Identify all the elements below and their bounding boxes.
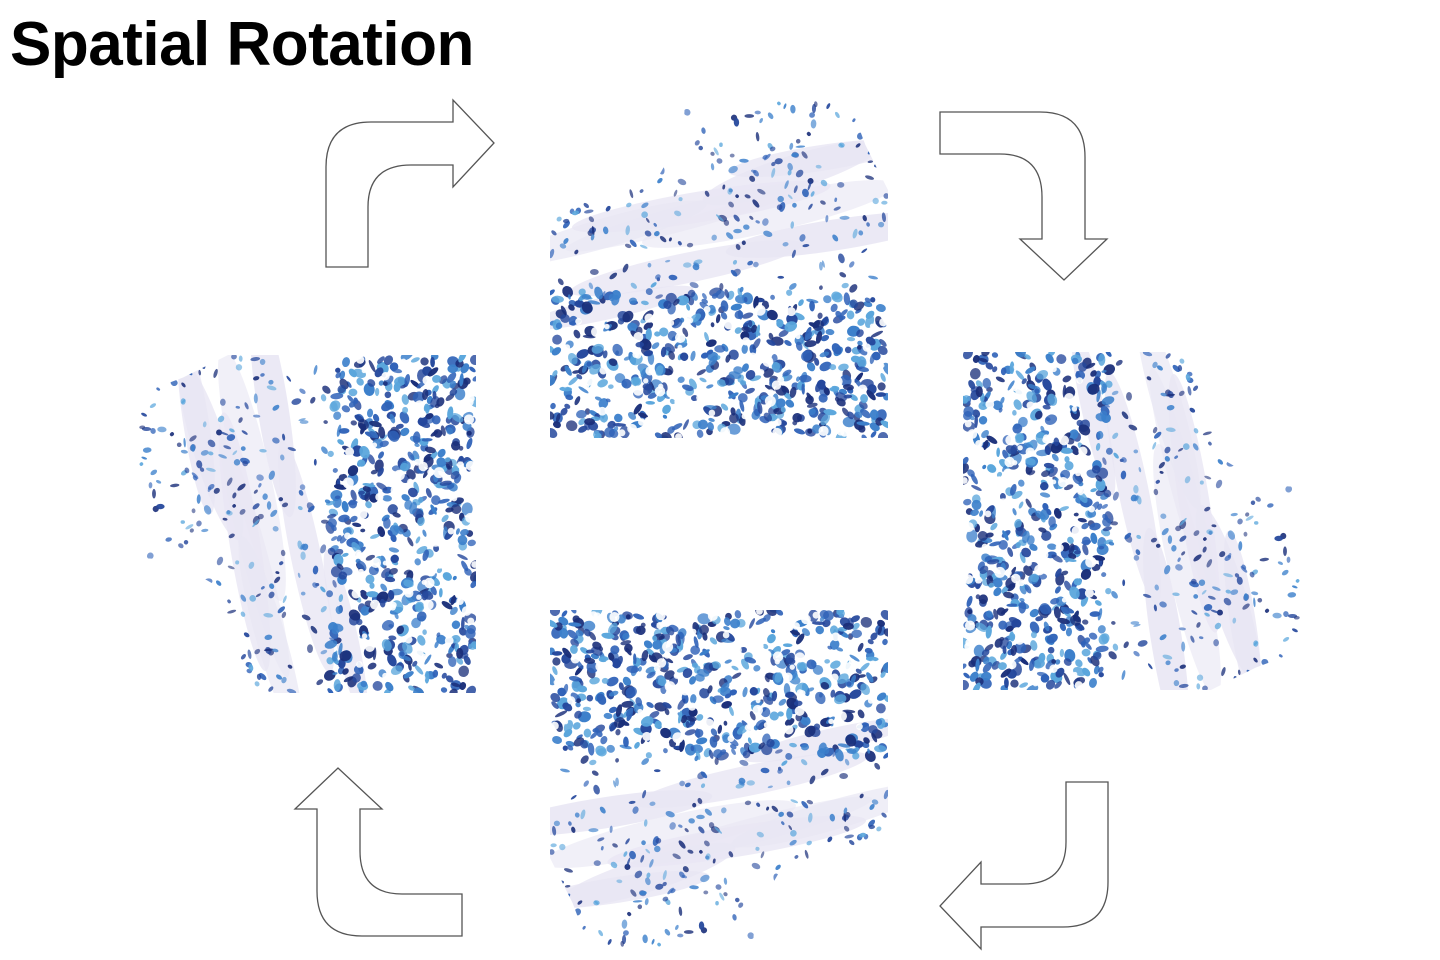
tissue-image-rotated-270 <box>138 355 476 693</box>
tissue-image-original <box>550 100 888 438</box>
tissue-image-rotated-90 <box>963 352 1301 690</box>
tissue-image-rotated-180 <box>550 610 888 948</box>
curved-arrow-icon <box>325 99 495 268</box>
page-title: Spatial Rotation <box>10 10 474 79</box>
curved-arrow-icon <box>939 781 1109 950</box>
curved-arrow-icon <box>294 767 463 937</box>
curved-arrow-icon <box>939 111 1108 281</box>
